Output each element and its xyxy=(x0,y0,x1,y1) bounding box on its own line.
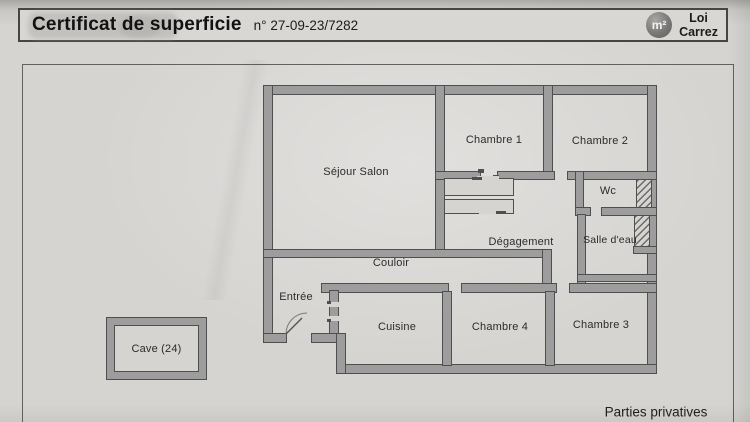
door-opening xyxy=(479,210,501,214)
wall xyxy=(577,274,657,282)
duct-hatch xyxy=(634,215,650,247)
wall xyxy=(569,283,657,293)
wall xyxy=(311,333,346,343)
room-label-chambre3: Chambre 3 xyxy=(572,319,630,331)
wall xyxy=(435,85,445,258)
wall xyxy=(575,207,591,216)
room-label-degagement: Dégagement xyxy=(488,236,554,248)
door-mark xyxy=(478,169,484,173)
document-header: Certificat de superficie n° 27-09-23/728… xyxy=(18,8,728,42)
room-label-sejour: Séjour Salon xyxy=(323,166,389,178)
wall xyxy=(263,85,657,95)
room-label-chambre2: Chambre 2 xyxy=(571,135,629,147)
wall xyxy=(542,249,552,292)
loi-carrez-label: Loi Carrez xyxy=(679,11,718,40)
wall xyxy=(543,85,553,180)
wall xyxy=(633,246,657,254)
document-number: n° 27-09-23/7282 xyxy=(253,17,359,33)
room-label-cave: Cave (24) xyxy=(131,342,182,355)
room-label-wc: Wc xyxy=(599,185,617,197)
wall xyxy=(575,171,584,216)
wall xyxy=(577,214,586,284)
wall xyxy=(336,333,346,374)
room-label-salle-deau: Salle d'eau xyxy=(583,234,637,246)
loi-carrez-line1: Loi xyxy=(689,10,708,25)
document-title: Certificat de superficie xyxy=(32,14,242,35)
m2-logo-icon: m² xyxy=(646,12,673,38)
sticker-smudge xyxy=(28,12,178,39)
door-opening xyxy=(329,316,339,321)
wall xyxy=(435,171,481,180)
sticker-smudge-small xyxy=(118,16,162,38)
room-label-cuisine: Cuisine xyxy=(377,321,417,333)
cave-box: Cave (24) xyxy=(106,317,207,380)
wall xyxy=(321,283,449,293)
wall xyxy=(647,85,657,374)
door-opening xyxy=(477,176,499,180)
loi-carrez-badge: m² Loi Carrez xyxy=(646,11,718,40)
room-label-chambre4: Chambre 4 xyxy=(471,321,529,333)
door-mark xyxy=(472,177,482,180)
wall xyxy=(497,171,555,180)
plan-border-box xyxy=(22,64,734,422)
room-label-chambre1: Chambre 1 xyxy=(465,134,523,146)
door-mark xyxy=(496,211,506,214)
door-mark xyxy=(327,319,331,322)
door-opening xyxy=(329,302,339,307)
wall xyxy=(336,364,657,374)
wall xyxy=(601,207,657,216)
wall xyxy=(567,171,657,180)
legend-parties-privatives: Parties privatives xyxy=(604,404,708,420)
wall xyxy=(263,85,273,343)
wall xyxy=(263,249,552,258)
door-mark xyxy=(327,301,331,304)
duct-hatch xyxy=(636,179,652,208)
closet-strip xyxy=(444,178,514,196)
wall xyxy=(545,291,555,366)
room-label-couloir: Couloir xyxy=(372,257,410,269)
room-label-entree: Entrée xyxy=(279,291,313,303)
wall xyxy=(263,333,287,343)
wall xyxy=(442,291,452,366)
entry-door-arc xyxy=(285,312,308,335)
loi-carrez-line2: Carrez xyxy=(679,25,718,39)
wall xyxy=(461,283,557,293)
